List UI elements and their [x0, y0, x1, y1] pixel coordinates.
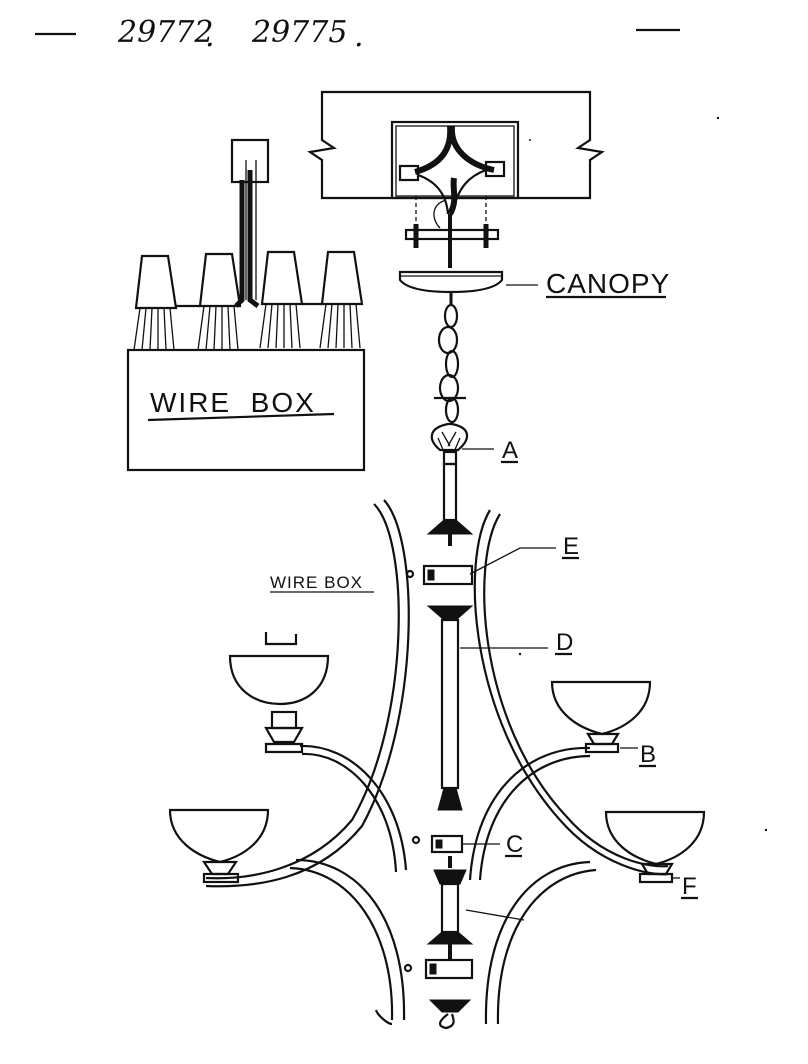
left-long-arm-inner: [206, 500, 409, 886]
wire-strands-1: [134, 308, 174, 350]
right-long-arm-outer: [475, 510, 668, 874]
right-lower-arm-inner: [498, 870, 596, 1024]
center-column-bottom-flare: [438, 788, 462, 810]
left-lower-arm-outer: [296, 860, 404, 1020]
wire-cap-4: [322, 252, 362, 304]
chain-link-5: [446, 398, 458, 422]
label-a: A: [502, 437, 518, 464]
left-lower-shade: [170, 810, 268, 862]
wire-strands-4: [320, 304, 360, 348]
wire-strands-2: [198, 306, 238, 350]
left-long-arm-outer: [206, 504, 399, 878]
label-b: B: [640, 741, 656, 768]
house-wire-black: [415, 126, 450, 172]
left-upper-shade: [230, 656, 328, 704]
left-lower-cup: [204, 862, 236, 874]
label-c: C: [506, 831, 523, 858]
fixture-wire-left: [418, 175, 448, 214]
socket-clip: [266, 632, 296, 644]
hanger-neck: [444, 452, 456, 464]
wire-strands-3: [260, 304, 300, 348]
header-separator-dot: .: [205, 19, 215, 54]
part-c-coupler-slot: [436, 840, 442, 848]
right-upper-cup: [588, 734, 618, 744]
lower-arm-leader-line: [466, 910, 524, 920]
wire-cap-1: [136, 256, 176, 308]
right-lower-bobeche: [640, 874, 672, 882]
finial-tip: [440, 1014, 454, 1028]
e-leader-line: [470, 548, 556, 574]
house-wire-white: [452, 126, 494, 170]
label-d: D: [556, 629, 573, 656]
canopy: CANOPY: [400, 268, 670, 299]
lower-column-flare: [428, 932, 472, 944]
right-lower-arm-outer: [486, 862, 590, 1024]
left-short-arm-inner: [302, 754, 396, 872]
ceiling-junction-box: [310, 92, 602, 268]
part-a-hanger-loop: A: [428, 424, 518, 546]
right-upper-bobeche: [586, 744, 618, 752]
model-number-1: 29772: [117, 15, 213, 50]
chain-link-1: [445, 305, 457, 327]
lower-column-assembly: C: [426, 831, 523, 1028]
wire-cap-3: [262, 252, 302, 304]
lower-column-tube: [442, 884, 458, 932]
left-upper-bobeche: [266, 744, 302, 752]
ground-wire: [434, 200, 446, 228]
scan-specks: [519, 117, 767, 831]
left-lower-arm-inner: [290, 868, 392, 1020]
fixture-wire-right: [452, 170, 486, 214]
left-lower-shade-assembly: [170, 810, 411, 1024]
part-e-coupler-slot: [428, 570, 434, 580]
handwritten-header: 29772 . 29775 .: [35, 15, 680, 54]
finial-cap: [430, 1000, 470, 1012]
right-long-arm-inner: [484, 514, 668, 866]
center-column-top-flare: [428, 606, 472, 620]
chain-link-2: [439, 327, 457, 353]
right-upper-shade: [552, 682, 650, 734]
left-short-arm-screw: [413, 837, 419, 843]
left-upper-cup: [266, 728, 302, 742]
label-e: E: [563, 533, 579, 560]
wire-box-label: WIRE BOX: [150, 387, 316, 418]
bottom-coupler-slot: [430, 964, 436, 974]
lower-column-top: [434, 870, 466, 884]
center-column-tube: [442, 620, 458, 788]
canopy-label: CANOPY: [546, 268, 670, 299]
left-lower-arm-tip: [376, 1010, 392, 1024]
part-d-center-column: D: [428, 606, 573, 810]
canopy-shape: [400, 272, 502, 292]
arm-screw: [407, 571, 413, 577]
upper-column-flare: [428, 520, 472, 534]
header-trailing-dot: .: [354, 19, 364, 54]
wire-box-group: WIRE BOX: [128, 140, 364, 470]
wire-cap-2: [200, 254, 240, 306]
wire-box-small-label: WIRE BOX: [270, 573, 363, 592]
chain-link-3: [446, 351, 458, 377]
chain: [434, 292, 466, 422]
left-upper-socket: [272, 712, 296, 728]
upper-arms: WIRE BOX E: [206, 500, 668, 886]
label-f: F: [682, 873, 697, 900]
model-number-2: 29775: [251, 15, 347, 50]
upper-column: [444, 464, 456, 520]
supply-cable-2: [250, 170, 258, 306]
left-lower-arm-screw: [405, 965, 411, 971]
